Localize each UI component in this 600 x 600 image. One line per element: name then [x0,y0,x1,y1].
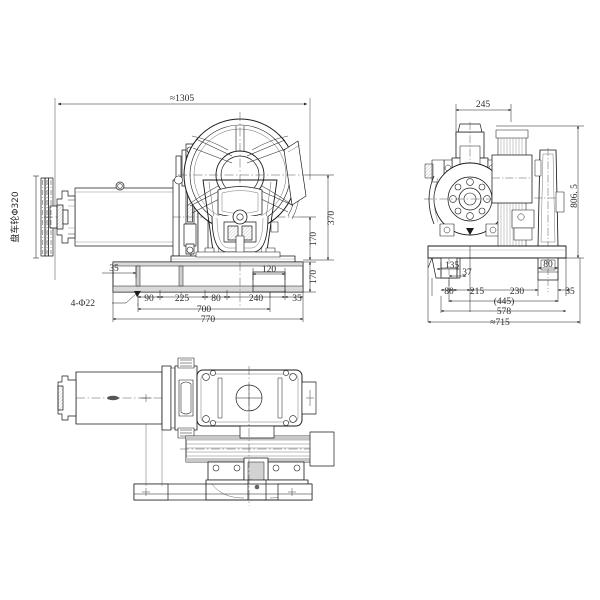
dim-label-445: (445) [494,296,515,307]
motor-body [56,181,180,247]
dim-label-35-side: 35 [565,287,575,297]
dim-left-35 [102,266,137,278]
view-side-elevation [424,104,584,324]
dim-label-90: 90 [144,294,154,304]
dim-label-80-left: 80 [444,287,454,297]
side-view-labels: 245 806. 5 135 37 80 215 230 80 35 (445)… [444,100,580,328]
dim-label-700: 700 [197,305,212,315]
dim-label-225: 225 [175,294,190,304]
dim-label-35-left: 35 [109,264,119,274]
view-front-elevation [33,98,334,322]
front-view-labels: ≈1305 35 120 90 225 80 240 35 700 770 4-… [9,94,337,325]
dim-label-base-height-170: 170 [309,270,319,285]
dim-label-770: 770 [201,315,216,325]
bedplate-top [170,251,296,263]
base-frame [112,261,304,306]
note-label-bolt: 4-Φ22 [71,299,96,309]
dim-label-245: 245 [476,100,491,110]
dim-chain-side-base [427,246,581,324]
view-plan [57,357,335,506]
plan-coupling-block [174,357,198,439]
dim-overall-length [54,98,311,280]
dim-top-245 [455,104,512,136]
dim-label-230: 230 [510,287,525,297]
plan-gearbox-casing [196,369,317,427]
plan-motor-body [57,365,176,431]
dim-label-80: 80 [211,294,221,304]
side-support-column [534,148,565,248]
dim-base-height-170 [303,261,316,293]
dim-label-120: 120 [262,265,277,275]
dim-label-215: 215 [470,287,485,297]
dim-sheave-370 [303,174,334,261]
dim-chain-base [112,290,304,322]
dim-label-578: 578 [497,307,512,317]
label-handwheel: 盘车轮Φ320 [9,191,21,243]
leader-bolt-note [112,291,141,304]
dim-label-axis-170: 170 [309,232,319,247]
dim-label-35-right: 35 [292,294,302,304]
dim-slot-120 [252,268,286,280]
dim-label-370: 370 [327,211,337,226]
dim-label-715: ≈715 [490,318,510,328]
dim-overall-height [496,125,584,259]
dim-label-806-5: 806. 5 [570,184,580,208]
dim-label-37: 37 [462,268,472,278]
dim-label-80-right: 80 [543,260,553,270]
dim-axis-170 [300,216,316,261]
dim-label-overall-length: ≈1305 [170,94,194,104]
dim-label-135: 135 [445,261,460,271]
side-brake-drum [424,162,520,237]
plan-base-plate [133,366,313,506]
dim-label-240: 240 [249,294,264,304]
side-motor-block [491,129,535,247]
